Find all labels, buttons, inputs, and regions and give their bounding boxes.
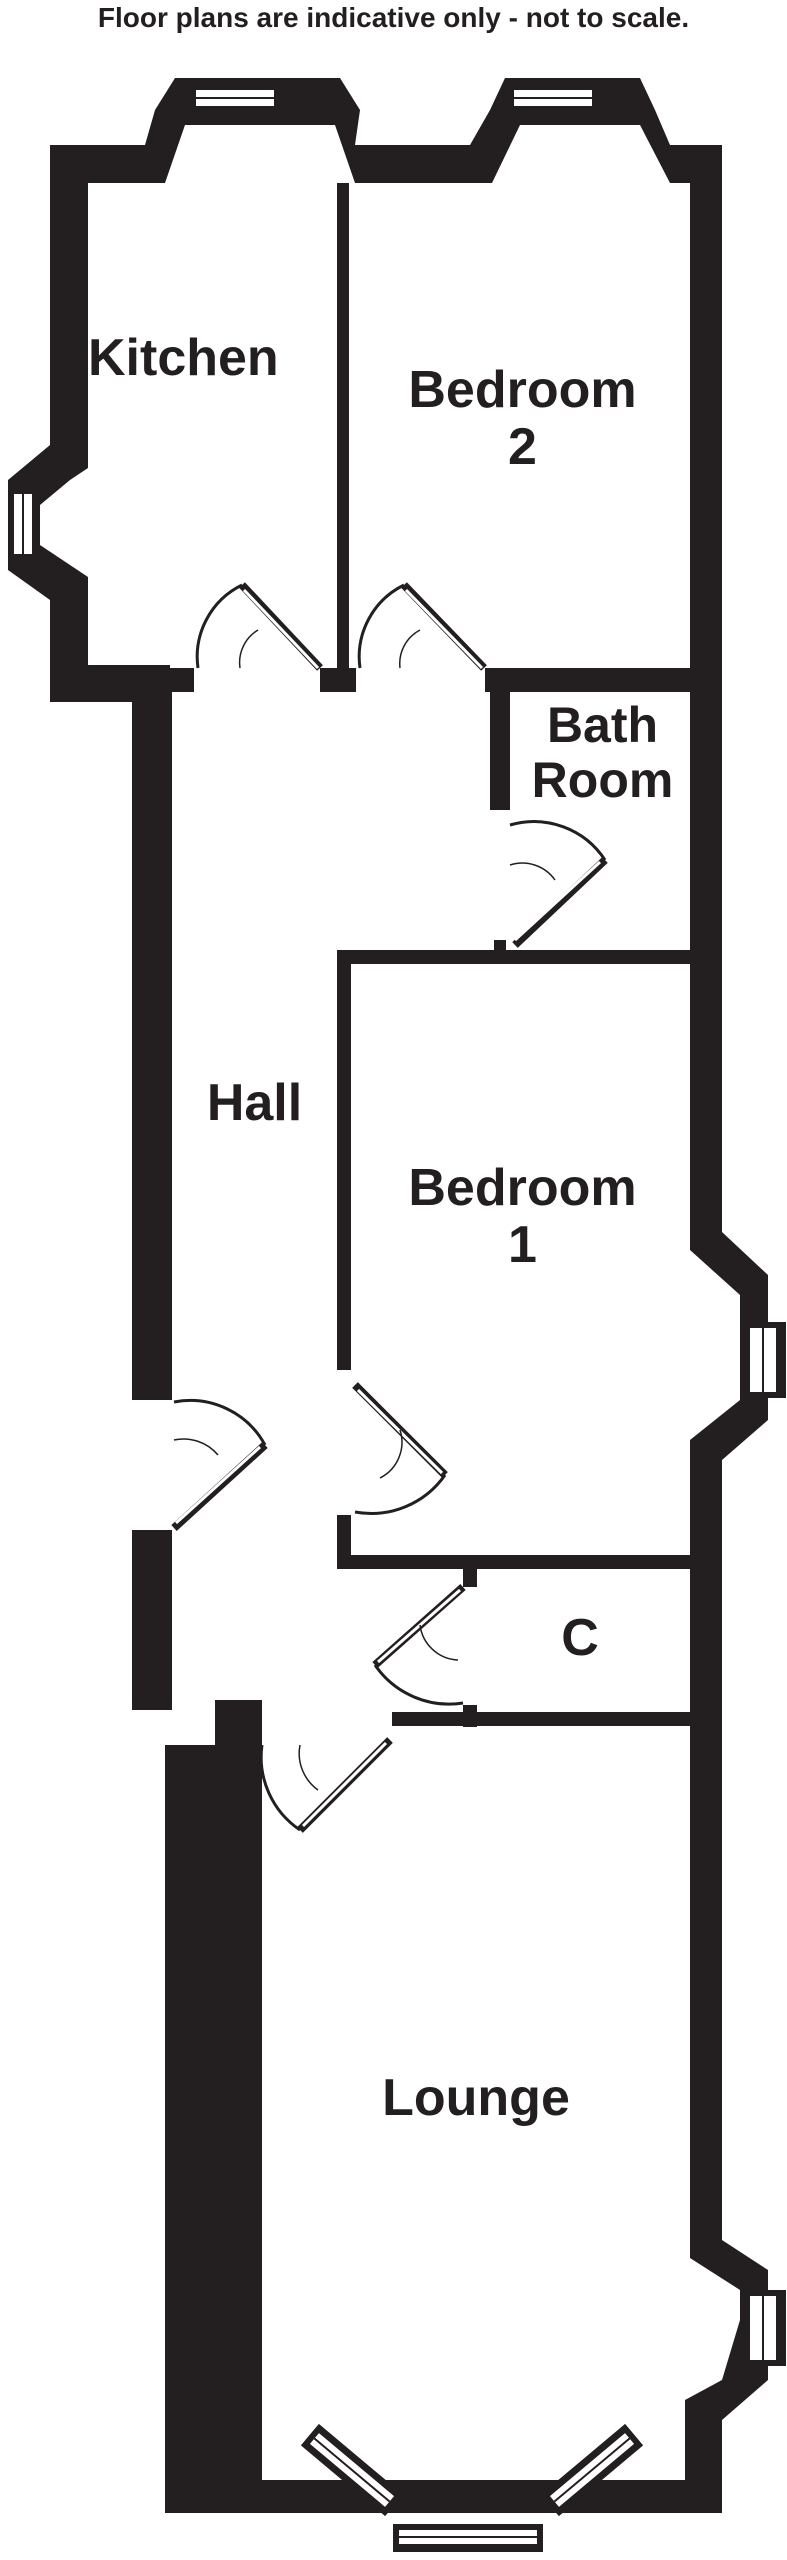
room-name-line2: Room (531, 752, 674, 808)
room-label-bedroom1: Bedroom 1 (355, 1159, 690, 1275)
disclaimer-text: Floor plans are indicative only - not to… (97, 2, 690, 33)
wall-bedroom1-left (337, 950, 351, 1370)
room-name: Kitchen (88, 329, 279, 387)
room-name-line1: Bath (546, 697, 659, 753)
window-icon (508, 82, 598, 114)
window-icon (744, 1322, 786, 1398)
window-icon (190, 82, 280, 114)
wall-cupboard-top-stub (463, 1565, 477, 1587)
room-label-bedroom2: Bedroom 2 (355, 361, 690, 477)
door-swing-icon (171, 1398, 268, 1531)
room-label-bathroom: Bath Room (515, 698, 690, 808)
windows (8, 82, 786, 2552)
opening-front-door (130, 1400, 174, 1530)
doors (171, 582, 608, 1833)
door-swing-icon (352, 1382, 448, 1515)
walls (8, 78, 768, 2513)
room-number: 2 (508, 418, 537, 477)
wall-bathroom-left (490, 680, 510, 810)
wall-kitchen-bedroom2 (337, 183, 349, 683)
door-swing-icon (509, 820, 608, 948)
window-icon (744, 2290, 786, 2366)
room-name: Bedroom (408, 361, 637, 419)
window-icon (8, 488, 40, 560)
wall-hall-left-lower (132, 1530, 172, 1710)
room-name: Hall (206, 1074, 303, 1132)
opening-bedroom1-door (335, 1370, 353, 1515)
room-name: Lounge (382, 2069, 570, 2127)
wall-kitchen-bottom-mid (320, 668, 356, 692)
wall-bedroom1-top (337, 950, 690, 964)
wall-bedroom1-left-low (337, 1515, 351, 1565)
outer-wall-left (8, 78, 768, 2513)
window-icon (393, 2524, 543, 2552)
window-icon (540, 2423, 644, 2517)
wall-cupboard-bottom (392, 1712, 690, 1726)
room-number: 1 (508, 1216, 537, 1275)
wall-bathroom-top (485, 668, 690, 692)
room-label-hall: Hall (172, 1074, 337, 1132)
wall-bedroom1-bottom (337, 1555, 690, 1569)
wall-hall-left-upper (132, 690, 172, 1400)
room-label-cupboard: C (540, 1609, 620, 1667)
door-swing-icon (259, 1737, 393, 1833)
openings (130, 1370, 353, 1530)
wall-cupboard-bottom-stub (463, 1705, 477, 1727)
wall-kitchen-bottom-left (170, 668, 194, 692)
room-name: Bedroom (408, 1159, 637, 1217)
door-swing-icon (372, 1584, 466, 1706)
window-icon (300, 2423, 404, 2517)
room-label-lounge: Lounge (262, 2069, 690, 2127)
room-name: C (561, 1609, 599, 1667)
door-swing-icon (195, 582, 323, 671)
door-swing-icon (357, 582, 487, 671)
room-label-kitchen: Kitchen (88, 329, 279, 387)
